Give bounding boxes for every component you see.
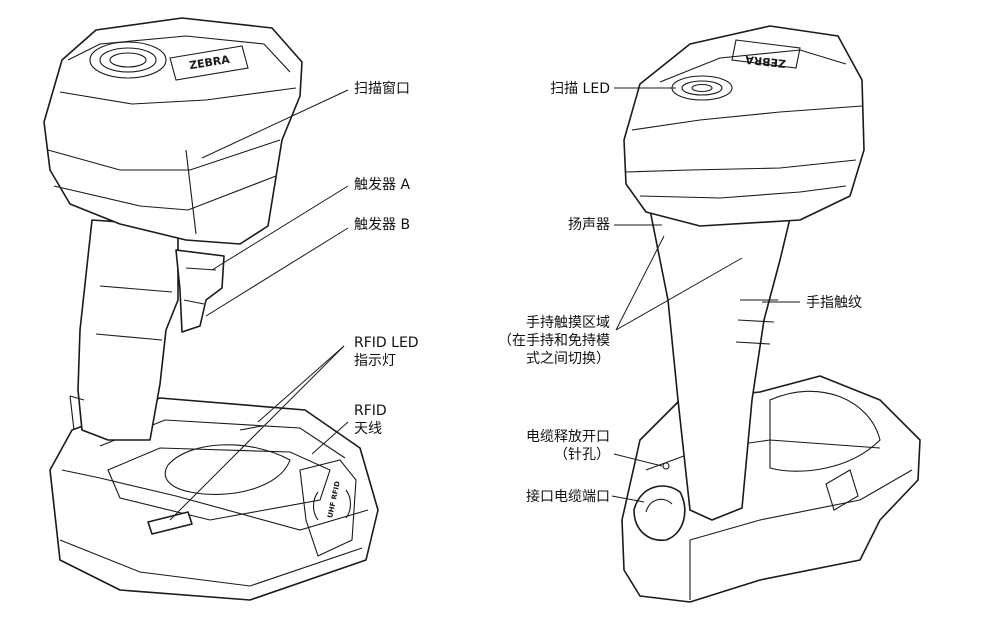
label-rfid-antenna: RFID 天线: [354, 402, 387, 438]
leader-rfid-led-1: [169, 345, 345, 521]
leader-interface-port: [611, 495, 645, 503]
leader-touch-1: [615, 235, 665, 331]
label-rfid-antenna-line1: RFID: [354, 403, 387, 419]
right-cradle: [621, 375, 921, 603]
label-speaker: 扬声器: [568, 217, 610, 233]
leader-trigger-b: [205, 227, 349, 317]
label-rfid-antenna-line2: 天线: [354, 421, 382, 437]
leader-touch-2: [615, 257, 743, 331]
label-finger-grip: 手指触纹: [806, 295, 862, 311]
leader-scan-window: [201, 89, 349, 159]
label-touch-area: 手持触摸区域 （在手持和免持模 式之间切换）: [498, 314, 610, 368]
label-touch-area-line3: 式之间切换）: [526, 351, 610, 367]
leader-cable-release: [613, 453, 663, 467]
leader-trigger-a: [211, 185, 349, 271]
right-scanner: ZEBRA: [623, 25, 865, 521]
label-interface-port: 接口电缆端口: [526, 489, 610, 505]
label-scan-window: 扫描窗口: [354, 81, 410, 97]
left-cradle: [49, 397, 379, 601]
left-scanner: ZEBRA: [43, 17, 303, 441]
label-cable-release-line1: 电缆释放开口: [526, 429, 610, 445]
label-rfid-led: RFID LED 指示灯: [354, 334, 419, 370]
label-rfid-led-line2: 指示灯: [354, 353, 396, 369]
label-scan-led: 扫描 LED: [550, 81, 610, 97]
label-cable-release: 电缆释放开口 （针孔）: [526, 428, 610, 464]
leader-rfid-led-2: [257, 345, 345, 423]
label-trigger-b: 触发器 B: [354, 217, 411, 233]
label-touch-area-line1: 手持触摸区域: [526, 315, 610, 331]
label-trigger-a: 触发器 A: [354, 177, 411, 193]
label-rfid-led-line1: RFID LED: [354, 335, 419, 351]
right-logo-text: ZEBRA: [744, 53, 786, 70]
label-touch-area-line2: （在手持和免持模: [498, 333, 610, 349]
leader-rfid-antenna: [311, 421, 349, 455]
left-logo-text: ZEBRA: [188, 53, 231, 72]
label-cable-release-line2: （针孔）: [554, 447, 610, 463]
